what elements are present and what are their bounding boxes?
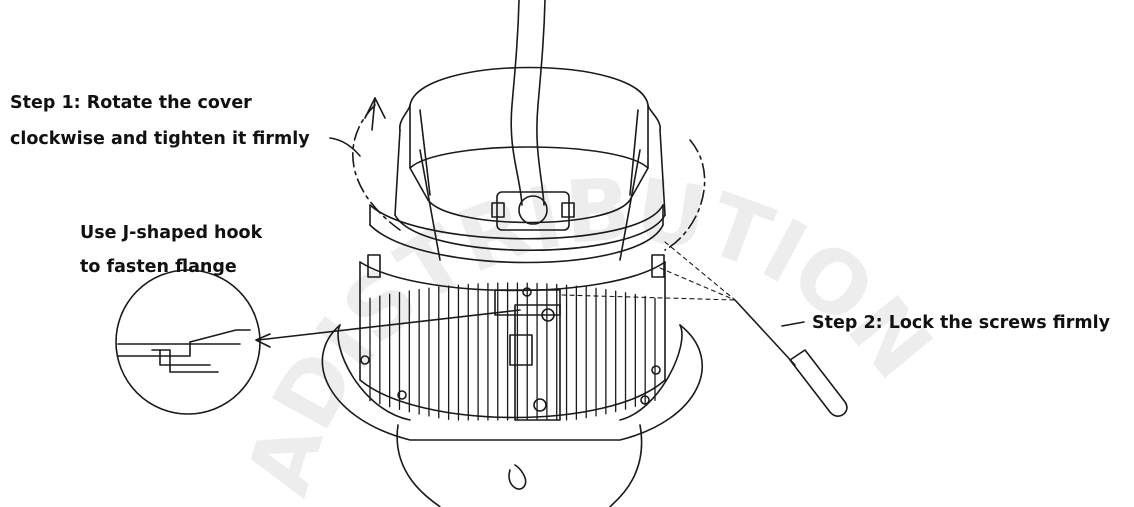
heat-sink-fins	[369, 282, 656, 421]
hook-label-line2: to fasten flange	[80, 257, 237, 277]
cable-clamp	[491, 191, 575, 231]
step1-leader	[329, 137, 361, 157]
screwdriver-icon	[734, 299, 848, 417]
rotation-arrow-shaft	[371, 97, 376, 131]
flange-plate	[321, 324, 704, 441]
bottom-dome	[396, 424, 643, 507]
detail-arrow	[255, 309, 521, 348]
guide-lines	[561, 241, 736, 301]
step2-leader	[781, 321, 805, 327]
rotation-arrow	[352, 104, 706, 251]
step2-label: Step 2: Lock the screws firmly	[812, 313, 1110, 333]
step1-label-line1: Step 1: Rotate the cover	[10, 93, 252, 113]
mounting-ring	[367, 204, 665, 278]
top-cover	[394, 66, 666, 261]
hook-detail-circle	[115, 269, 261, 415]
latch-assembly	[494, 287, 561, 421]
cable	[510, 0, 546, 206]
hook-label-line1: Use J-shaped hook	[80, 223, 263, 243]
step1-label-line2: clockwise and tighten it firmly	[10, 129, 310, 149]
